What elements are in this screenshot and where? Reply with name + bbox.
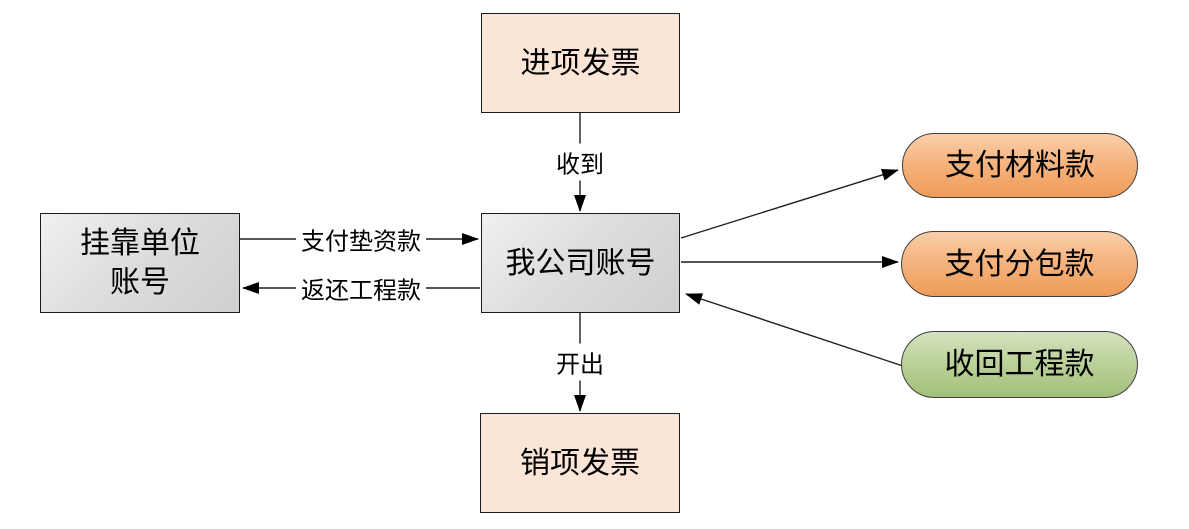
node-output-invoice-label: 销项发票 <box>520 446 640 480</box>
node-recover-project: 收回工程款 <box>901 331 1138 398</box>
node-recover-project-label: 收回工程款 <box>944 348 1095 381</box>
node-affiliated-account-label: 挂靠单位 账号 <box>80 224 200 302</box>
node-input-invoice: 进项发票 <box>481 13 680 113</box>
edge-label-receive: 收到 <box>551 143 609 181</box>
node-affiliated-account: 挂靠单位 账号 <box>40 213 240 313</box>
node-my-company-account-label: 我公司账号 <box>505 246 656 280</box>
node-pay-subcontract-label: 支付分包款 <box>944 247 1095 281</box>
affiliated-account-line1: 挂靠单位 <box>80 227 200 260</box>
node-pay-material-label: 支付材料款 <box>945 149 1095 182</box>
edge-label-return-project: 返还工程款 <box>296 269 426 307</box>
node-my-company-account: 我公司账号 <box>481 213 680 313</box>
edge-label-issue: 开出 <box>551 343 609 381</box>
edge-label-pay-advance: 支付垫资款 <box>296 220 426 258</box>
node-pay-subcontract: 支付分包款 <box>901 231 1138 297</box>
node-input-invoice-label: 进项发票 <box>520 46 641 80</box>
affiliated-account-line2: 账号 <box>110 266 170 299</box>
node-pay-material: 支付材料款 <box>902 133 1138 198</box>
arrow-from-recover-project <box>685 293 904 367</box>
arrow-to-pay-material <box>680 169 899 239</box>
node-output-invoice: 销项发票 <box>480 413 680 513</box>
